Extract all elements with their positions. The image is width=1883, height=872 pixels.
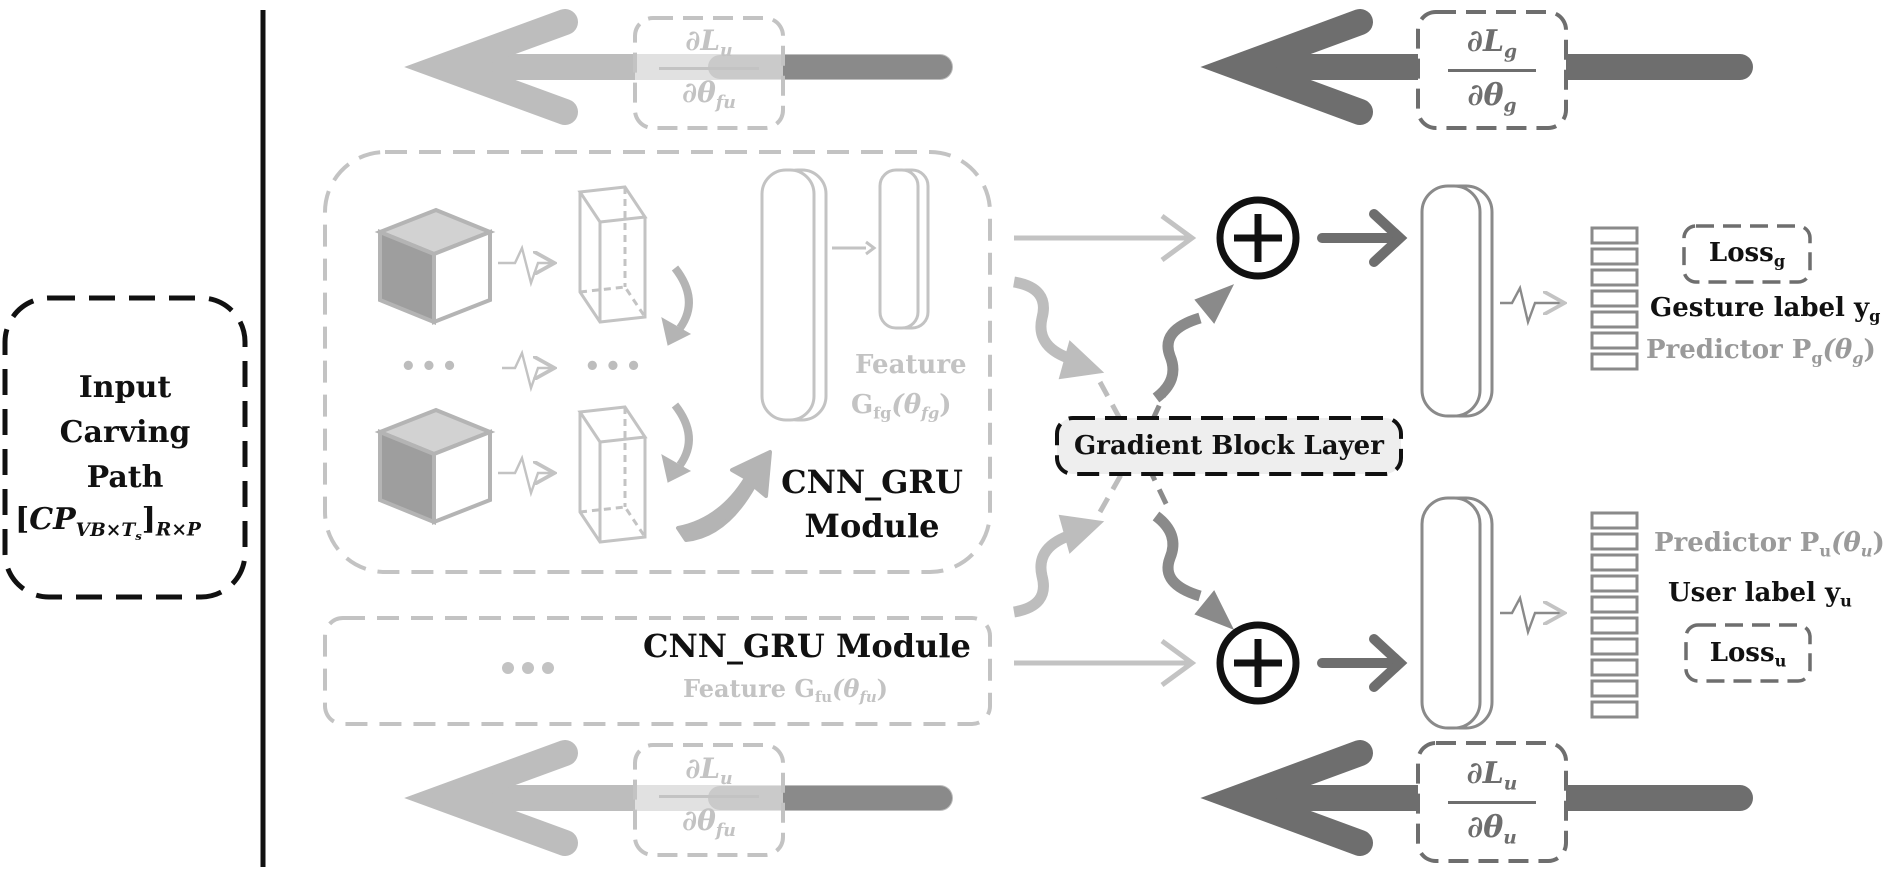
feature-arrow-icon [1014,213,1197,688]
grad-box-top-left [633,16,785,130]
formula-rp: R×P [155,519,201,541]
gesture-loss-box [1682,224,1812,284]
formula-close: ] [141,502,156,537]
grad-fraction-top-right: ∂Lg ∂θg [1418,24,1566,116]
formula-cp: CP [29,502,76,537]
grad-fraction-bottom-right: ∂Lu ∂θu [1418,756,1566,848]
gesture-label-text: Gesture label yg [1650,293,1881,326]
gesture-module-box [323,150,992,574]
input-line-1: Input [78,370,172,405]
feature-layer-icon [760,168,930,422]
user-predictor-text: Predictor Pu(θu) [1654,528,1883,561]
ellipsis-icon [502,662,554,674]
merge-arrow-icon [1317,209,1408,692]
user-loss-box [1684,623,1812,683]
gesture-dots: ••• [400,352,462,382]
formula-open: [ [15,502,30,537]
grad-fraction-top-left: ∂Lu ∂θfu [635,24,783,113]
user-label-text: User label yu [1668,578,1852,611]
gradient-block-box [1055,416,1403,476]
gradient-block-label: Gradient Block Layer [1074,431,1384,461]
cube-icon-top [374,207,496,325]
output-vector-icon [1590,226,1639,719]
user-module-box [323,616,992,726]
rotate-arrow-icon [661,265,693,483]
formula-cp-sub: VB×Ts [75,519,142,543]
plus-node-icon [1216,196,1300,705]
prism-icon-top [577,185,648,324]
predictor-layer-icon [1420,184,1494,730]
input-line-2: Carving [59,415,191,450]
gesture-feature-label: Feature [855,350,967,380]
gesture-loss-label: Lossg [1708,238,1786,271]
cube-icon-bottom [374,407,496,525]
user-module-label: CNN_GRU Module [643,627,971,665]
user-loss-label: Lossu [1709,638,1787,671]
input-line-3: Path [86,460,164,495]
gesture-module-label: CNN_GRU Module [781,463,963,545]
input-formula: [CPVB×Ts]R×P [15,505,201,542]
input-box [2,295,248,600]
gesture-dots-2: ••• [584,352,646,382]
gesture-feature-symbol: Gfg(θfg) [851,390,952,423]
user-feature-label: Feature Gfu(θfu) [683,674,889,707]
gesture-predictor-text: Predictor Pg(θg) [1646,335,1876,368]
grad-box-bottom-left [633,743,785,857]
curved-arrow-icon [676,450,772,542]
grad-fraction-bottom-left: ∂Lu ∂θfu [635,752,783,841]
input-title: Input Carving Path [5,365,245,500]
prism-icon-bottom [577,405,648,544]
waveform-arrow-icon [498,244,1562,637]
